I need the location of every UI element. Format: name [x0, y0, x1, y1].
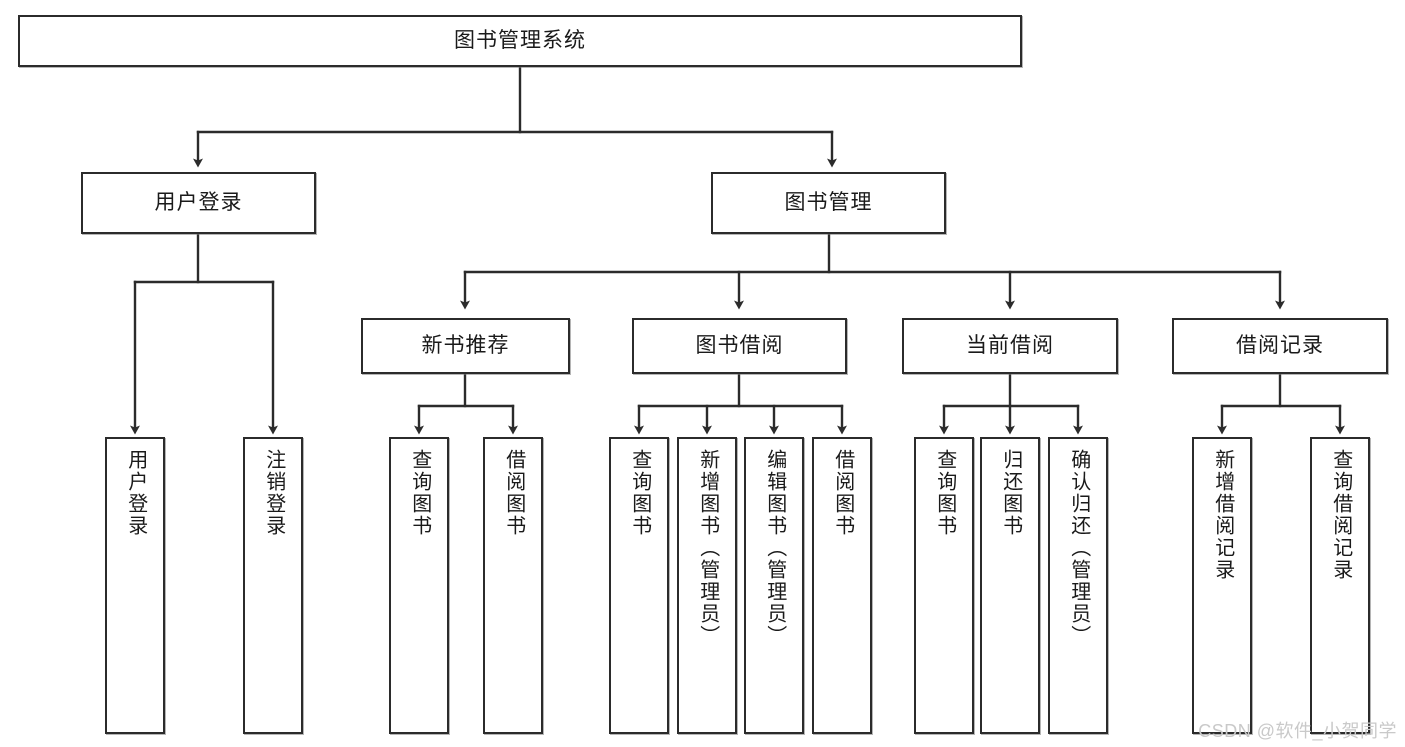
leaf-borrow-query-book[interactable]: 查询图书	[609, 437, 669, 734]
leaf-recommend-query-book[interactable]: 查询图书	[389, 437, 449, 734]
node-book-management[interactable]: 图书管理	[711, 172, 946, 234]
leaf-record-add-record[interactable]: 新增借阅记录	[1192, 437, 1252, 734]
node-label: 编辑图书（管理员）	[763, 449, 786, 647]
node-label: 新增借阅记录	[1211, 449, 1234, 581]
leaf-borrow-borrow-book[interactable]: 借阅图书	[812, 437, 872, 734]
leaf-record-query-record[interactable]: 查询借阅记录	[1310, 437, 1370, 734]
node-label: 图书管理	[784, 191, 873, 215]
leaf-user-login-signout[interactable]: 注销登录	[243, 437, 303, 734]
node-label: 用户登录	[154, 191, 243, 215]
node-user-login[interactable]: 用户登录	[81, 172, 316, 234]
node-label: 当前借阅	[966, 334, 1054, 358]
node-label: 查询图书	[933, 449, 956, 537]
csdn-watermark: CSDN @软件_小贺同学	[1198, 721, 1397, 741]
node-label: 用户登录	[124, 449, 147, 537]
node-label: 新增图书（管理员）	[696, 449, 719, 647]
node-root-system[interactable]: 图书管理系统	[18, 15, 1022, 67]
node-label: 借阅图书	[502, 449, 525, 537]
node-new-book-recommend[interactable]: 新书推荐	[361, 318, 570, 374]
leaf-user-login-signin[interactable]: 用户登录	[105, 437, 165, 734]
node-label: 查询借阅记录	[1329, 449, 1352, 581]
node-label: 查询图书	[408, 449, 431, 537]
node-book-borrow[interactable]: 图书借阅	[632, 318, 847, 374]
leaf-current-query-book[interactable]: 查询图书	[914, 437, 974, 734]
node-label: 确认归还（管理员）	[1067, 449, 1090, 647]
leaf-borrow-add-book-admin[interactable]: 新增图书（管理员）	[677, 437, 737, 734]
node-label: 图书借阅	[695, 334, 784, 358]
node-label: 查询图书	[628, 449, 651, 537]
node-borrow-record[interactable]: 借阅记录	[1172, 318, 1388, 374]
node-label: 新书推荐	[421, 334, 510, 358]
leaf-current-confirm-return-admin[interactable]: 确认归还（管理员）	[1048, 437, 1108, 734]
node-label: 归还图书	[999, 449, 1022, 537]
leaf-borrow-edit-book-admin[interactable]: 编辑图书（管理员）	[744, 437, 804, 734]
node-current-borrow[interactable]: 当前借阅	[902, 318, 1118, 374]
node-label: 注销登录	[262, 449, 285, 537]
node-label: 借阅图书	[831, 449, 854, 537]
node-label: 图书管理系统	[454, 29, 586, 53]
leaf-recommend-borrow-book[interactable]: 借阅图书	[483, 437, 543, 734]
node-label: 借阅记录	[1236, 334, 1324, 358]
leaf-current-return-book[interactable]: 归还图书	[980, 437, 1040, 734]
